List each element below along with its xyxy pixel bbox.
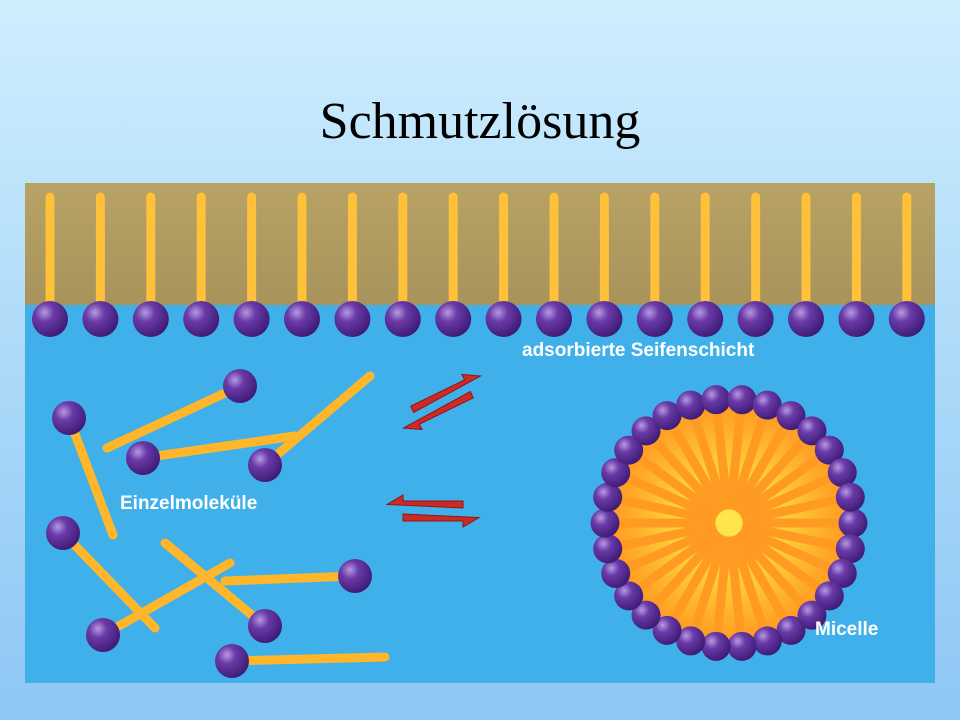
micelle-tail [742, 495, 842, 524]
surface-molecule-head [788, 301, 824, 337]
micelle-tail [726, 536, 745, 637]
surface-molecule-head [284, 301, 320, 337]
surface-molecule-head [334, 301, 371, 337]
micelle-head [631, 600, 661, 630]
soap-molecule [102, 369, 257, 453]
surface-molecule-head [737, 301, 774, 337]
micelle-head [590, 508, 620, 538]
micelle-head [593, 534, 623, 564]
surface-molecule-head [183, 301, 220, 337]
micelle-head [776, 401, 806, 431]
dirt-layer [25, 183, 935, 305]
micelle-tail [690, 535, 728, 633]
micelle-head [827, 558, 857, 588]
micelle-tail [616, 522, 716, 551]
micelle-tail [624, 525, 718, 573]
micelle-head [701, 631, 731, 661]
micelle-head [727, 631, 757, 661]
micelle-tail [736, 531, 808, 610]
micelle-head [676, 390, 706, 420]
micelle-head [593, 482, 623, 512]
equilibrium-arrow-middle [385, 494, 481, 528]
surface-molecule-head [485, 301, 522, 337]
micelle-tail [650, 531, 722, 610]
surface-molecule-head [536, 301, 572, 337]
micelle-head [701, 385, 731, 415]
micelle-tail [742, 522, 842, 551]
micelle-head [601, 458, 631, 488]
micelle-head [652, 401, 682, 431]
single-molecules-label: Einzelmoleküle [120, 493, 257, 514]
micelle-head [814, 581, 844, 611]
micelle-head [752, 390, 782, 420]
soap-diagram: adsorbierte Seifenschicht [25, 183, 935, 683]
surface-molecule-head [32, 301, 68, 337]
micelle-tail [730, 413, 768, 511]
surface-molecule-head [435, 301, 472, 337]
micelle-tail [690, 413, 728, 511]
surface-molecule-head [888, 301, 925, 337]
surface-molecule-head [384, 301, 421, 337]
micelle-tail [713, 536, 732, 637]
micelle-tail [739, 529, 823, 593]
micelle-head [614, 581, 644, 611]
micelle-tail [736, 436, 808, 515]
micelle-head [797, 600, 827, 630]
micelle-head [614, 435, 644, 465]
micelle-head [835, 482, 865, 512]
micelle [590, 385, 868, 661]
surface-molecule-head [132, 301, 169, 337]
surface-molecule-head [687, 301, 724, 337]
micelle-tail [740, 525, 834, 573]
micelle-head [838, 508, 868, 538]
soap-molecule [215, 644, 390, 678]
surface-molecule-head [82, 301, 119, 337]
micelle-label: Micelle [815, 619, 878, 640]
micelle-tail [635, 453, 719, 517]
micelle-tail [733, 423, 789, 512]
equilibrium-arrow-upper [401, 373, 483, 431]
surface-molecule-head [586, 301, 623, 337]
slide-title: Schmutzlösung [319, 93, 641, 150]
micelle-head [827, 458, 857, 488]
soap-molecule [126, 431, 300, 475]
micelle-head [752, 626, 782, 656]
micelle-head [776, 615, 806, 645]
micelle-tail [733, 534, 789, 623]
micelle-tail [669, 423, 725, 512]
micelle-head [727, 385, 757, 415]
micelle-tail [740, 473, 834, 521]
micelle-tail [726, 409, 745, 510]
micelle-tail [739, 453, 823, 517]
micelle-head [631, 416, 661, 446]
micelle-head [797, 416, 827, 446]
micelle-tail [635, 529, 719, 593]
micelle-tail [669, 534, 725, 623]
micelle-head [601, 558, 631, 588]
micelle-head [835, 534, 865, 564]
micelle-tail [624, 473, 718, 521]
soap-molecule [160, 538, 282, 643]
micelle-tail [616, 495, 716, 524]
adsorbed-soap-layer [32, 192, 925, 337]
single-molecules [46, 369, 390, 678]
micelle-head [814, 435, 844, 465]
micelle-head [652, 615, 682, 645]
micelle-tail [713, 409, 732, 510]
micelle-head [676, 626, 706, 656]
surface-molecule-head [233, 301, 270, 337]
surface-molecule-head [838, 301, 875, 337]
micelle-tail [730, 535, 768, 633]
soap-molecule [248, 371, 375, 482]
soap-molecule [220, 559, 372, 593]
soap-molecule [52, 401, 118, 540]
micelle-tail [650, 436, 722, 515]
adsorbed-layer-label: adsorbierte Seifenschicht [522, 340, 755, 361]
surface-molecule-head [636, 301, 673, 337]
